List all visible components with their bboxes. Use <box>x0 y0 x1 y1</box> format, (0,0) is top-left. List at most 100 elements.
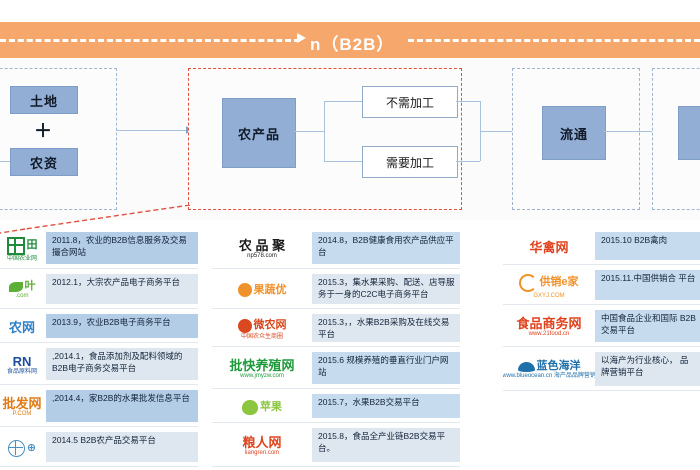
company-logo-name: 食品商务网 <box>516 316 582 331</box>
banner-dashed-line-right <box>408 39 700 42</box>
row-separator <box>212 388 460 389</box>
company-logo-url: 食品原料网 <box>6 369 37 375</box>
flow-box-circulation-label: 流通 <box>559 126 588 142</box>
logo-cell[interactable]: 农网 <box>0 312 44 342</box>
company-logo-url: GXYJ.COM <box>533 292 565 299</box>
company-logo-name: 华禽网 <box>529 239 569 255</box>
company-logo: 华禽网 <box>529 241 568 254</box>
logo-cell[interactable]: 苹果 <box>212 392 312 422</box>
company-logo-name: 批快养殖网 <box>229 358 295 373</box>
flow-merge-upper <box>456 101 480 102</box>
flow-branch-lower <box>324 161 362 162</box>
logo-cell[interactable]: 果蔬优 <box>212 272 312 308</box>
logo-cell[interactable]: 华禽网 <box>503 230 595 264</box>
company-logo-name: ⊕ <box>26 441 37 454</box>
flow-box-agri-inputs-label: 农资 <box>29 155 58 171</box>
orange-icon <box>237 318 252 333</box>
flow-box-need-processing-label: 需要加工 <box>385 155 434 170</box>
row-separator <box>212 268 460 269</box>
row-separator <box>212 346 460 347</box>
description-cell: 2014.5 B2B农产品交易平台 <box>46 432 198 462</box>
row-separator <box>212 308 460 309</box>
row-separator <box>0 268 198 269</box>
flow-box-no-processing-label: 不需加工 <box>385 95 434 110</box>
description-cell: 2015.11.中国供销合 平台 <box>595 270 700 300</box>
flow-connector-in <box>0 161 10 162</box>
row-separator <box>503 264 700 265</box>
orange-icon <box>237 283 252 297</box>
logo-cell[interactable]: 叶.com <box>0 272 44 308</box>
company-logo-url: www.blueocean.cn 海产品品牌营销 <box>503 373 595 379</box>
company-logo-url: www.21food.cn <box>528 331 570 337</box>
description-cell: 2015.6 规模养殖的垂直行业门户网站 <box>312 352 460 384</box>
company-logo: 果蔬优 <box>237 283 287 297</box>
description-cell: 中国食品企业和国际 B2B交易平台 <box>595 310 700 342</box>
flow-box-need-processing: 需要加工 <box>362 146 458 178</box>
company-logo: ⊕ <box>7 439 37 457</box>
row-separator <box>212 466 460 467</box>
company-logo-url: 中国农众生商圈 <box>240 333 283 340</box>
logo-cell[interactable]: 微农网中国农众生商圈 <box>212 312 312 346</box>
flow-box-land-label: 土地 <box>29 93 58 109</box>
company-logo-url: liangren.com <box>244 450 280 456</box>
company-logo-name: RN <box>12 354 32 369</box>
leaf-icon <box>8 281 23 292</box>
flow-branch-stem <box>294 131 324 132</box>
description-cell: 2015.8，食品全产业链B2B交易平台。 <box>312 428 460 462</box>
company-logo: 叶.com <box>8 280 36 299</box>
flow-arrow-line-2 <box>480 131 534 132</box>
row-separator <box>0 308 198 309</box>
company-logo-name: 田 <box>26 239 38 251</box>
row-separator <box>0 466 198 467</box>
company-logo-url: np578.com <box>247 253 277 259</box>
flow-branch-upper <box>324 101 362 102</box>
row-separator <box>503 304 700 305</box>
description-cell: ,2014.1，食品添加剂及配料领域的B2B电子商务交易平台 <box>46 348 198 380</box>
banner-label: n（B2B） <box>310 35 395 54</box>
flow-plus-label: ＋ <box>34 121 52 141</box>
description-cell: 2015.3，集水果采购、配送、店导服务于一身的C2C电子商务平台 <box>312 274 460 304</box>
company-logo-name: 蓝色海洋 <box>536 360 581 372</box>
company-logo-name: 农 品 聚 <box>238 238 286 253</box>
flow-box-farm-product-label: 农产品 <box>237 126 280 142</box>
company-table: 田中国农业网 2011.8，农业的B2B信息服务及交易撮合网站叶.com 2012.… <box>0 228 700 470</box>
row-separator <box>212 422 460 423</box>
company-logo-name: 叶 <box>24 280 36 292</box>
description-cell: 2012.1，大宗农产品电子商务平台 <box>46 274 198 304</box>
logo-cell[interactable]: 田中国农业网 <box>0 230 44 268</box>
description-cell: 2011.8，农业的B2B信息服务及交易撮合网站 <box>46 232 198 264</box>
flow-group-consumer <box>652 68 700 210</box>
flow-box-farm-product: 农产品 <box>222 98 296 168</box>
row-separator <box>503 346 700 347</box>
apple-icon <box>242 399 258 415</box>
company-logo-url: P.COM <box>12 411 32 417</box>
company-logo-name: 批发网 <box>2 396 42 411</box>
description-cell: 2014.8，B2B健康食用农产品供应平台 <box>312 232 460 264</box>
company-logo: 苹果 <box>242 399 282 415</box>
row-separator <box>0 342 198 343</box>
flow-box-consumer <box>678 106 700 160</box>
flow-arrow-line-3 <box>604 131 666 132</box>
logo-cell[interactable]: ⊕ <box>0 430 44 466</box>
flow-box-land: 土地 <box>10 86 78 114</box>
flow-plus-sign: ＋ <box>10 120 76 141</box>
flow-box-no-processing: 不需加工 <box>362 86 458 118</box>
company-logo: 田中国农业网 <box>6 236 38 262</box>
description-cell: 2013.9，农业B2B电子商务平台 <box>46 314 198 338</box>
flow-diagram: 土地 ＋ 农资 农产品 不需加工 需要加工 流通 <box>0 60 700 220</box>
banner-arrow-icon <box>297 33 306 43</box>
